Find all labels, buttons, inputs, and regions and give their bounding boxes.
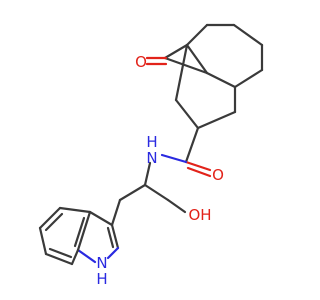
amide-oxygen-label: O	[212, 166, 224, 184]
bond	[44, 212, 64, 232]
bond	[110, 223, 120, 250]
bond	[186, 166, 212, 178]
bond	[233, 68, 264, 89]
bond	[118, 183, 147, 202]
hydroxyl-label: OH	[188, 206, 211, 224]
bond	[160, 153, 188, 164]
bond	[143, 161, 152, 187]
bond	[184, 160, 212, 172]
bond	[232, 23, 264, 47]
indole-ring	[38, 206, 120, 266]
bond	[88, 210, 114, 227]
amide-nitrogen-label: N	[146, 149, 157, 167]
bond	[76, 248, 97, 264]
bond	[185, 43, 209, 75]
ketone-oxygen-label: O	[135, 53, 147, 71]
indole-nitrogen-label: N	[96, 254, 107, 272]
bond	[58, 206, 92, 214]
amide-group	[143, 126, 212, 187]
bond	[143, 183, 170, 202]
bond	[205, 71, 237, 89]
bond	[174, 98, 200, 130]
bond	[44, 252, 74, 266]
bicyclic-ring	[145, 23, 264, 130]
bond	[166, 198, 187, 214]
bond	[174, 43, 189, 102]
indole-hydrogen-label: H	[96, 270, 107, 288]
bond	[110, 198, 122, 227]
amide-hydrogen-label: H	[146, 133, 157, 151]
bond	[48, 247, 73, 259]
bond	[106, 226, 115, 249]
bond	[38, 206, 62, 230]
bond	[163, 56, 209, 75]
bond	[38, 226, 48, 256]
bond	[106, 246, 120, 260]
bond	[76, 210, 92, 252]
bond	[184, 126, 200, 164]
bond	[73, 216, 86, 248]
bond	[196, 110, 237, 130]
bond	[185, 23, 209, 47]
side-chain	[110, 183, 187, 227]
bond	[70, 248, 80, 266]
bond	[163, 43, 189, 60]
molecule-structure: O O N H OH N H	[38, 23, 264, 288]
